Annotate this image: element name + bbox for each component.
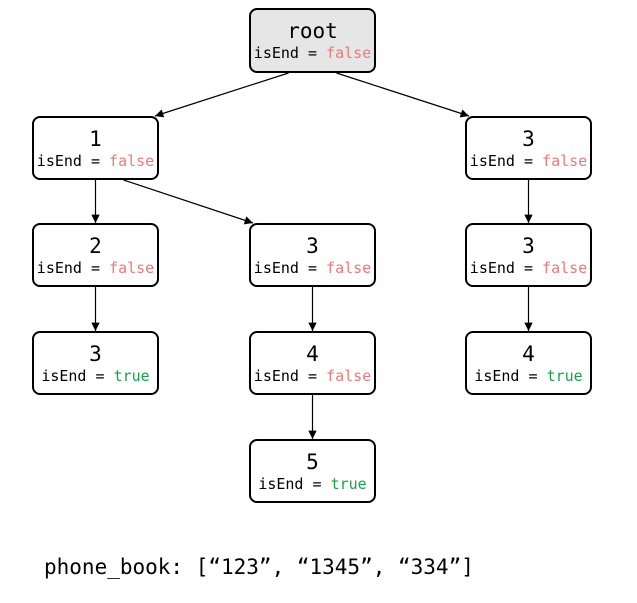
isend-value: true xyxy=(330,475,367,493)
edge-root-to-n3a xyxy=(336,72,470,118)
node-value: root xyxy=(287,19,338,43)
node-3-leaf: 3 isEnd = true xyxy=(32,331,159,395)
isend-label: isEnd = xyxy=(253,259,327,277)
isend-value: false xyxy=(326,44,372,62)
isend-value: true xyxy=(546,367,583,385)
edge-root-to-n1 xyxy=(154,72,289,118)
isend-label: isEnd = xyxy=(474,367,547,385)
node-5-leaf: 5 isEnd = true xyxy=(249,439,376,503)
isend-value: false xyxy=(109,152,155,170)
isend-value: false xyxy=(109,259,155,277)
isend-value: false xyxy=(326,259,372,277)
node-4-middle: 4 isEnd = false xyxy=(249,331,376,395)
node-4-leaf: 4 isEnd = true xyxy=(465,331,592,395)
isend-value: false xyxy=(326,367,372,385)
isend-label: isEnd = xyxy=(258,475,331,493)
node-value: 3 xyxy=(306,234,319,258)
node-value: 2 xyxy=(89,234,102,258)
node-value: 3 xyxy=(522,234,535,258)
edge-n1-to-n3b xyxy=(123,179,254,225)
isend-value: true xyxy=(113,367,150,385)
node-value: 1 xyxy=(89,127,102,151)
isend-label: isEnd = xyxy=(469,259,543,277)
isend-label: isEnd = xyxy=(253,44,327,62)
isend-label: isEnd = xyxy=(253,367,327,385)
node-3-under-1: 3 isEnd = false xyxy=(249,223,376,287)
isend-label: isEnd = xyxy=(41,367,114,385)
phone-book-caption: phone_book: [“123”, “1345”, “334”] xyxy=(44,555,474,579)
node-value: 3 xyxy=(522,127,535,151)
node-3-level1: 3 isEnd = false xyxy=(465,116,592,180)
node-3-under-3: 3 isEnd = false xyxy=(465,223,592,287)
node-2: 2 isEnd = false xyxy=(32,223,159,287)
node-value: 4 xyxy=(522,342,535,366)
node-root: root isEnd = false xyxy=(249,8,376,73)
node-value: 5 xyxy=(306,450,319,474)
isend-value: false xyxy=(542,259,588,277)
node-1: 1 isEnd = false xyxy=(32,116,159,180)
node-value: 3 xyxy=(89,342,102,366)
isend-value: false xyxy=(542,152,588,170)
isend-label: isEnd = xyxy=(36,152,110,170)
node-value: 4 xyxy=(306,342,319,366)
isend-label: isEnd = xyxy=(469,152,543,170)
isend-label: isEnd = xyxy=(36,259,110,277)
